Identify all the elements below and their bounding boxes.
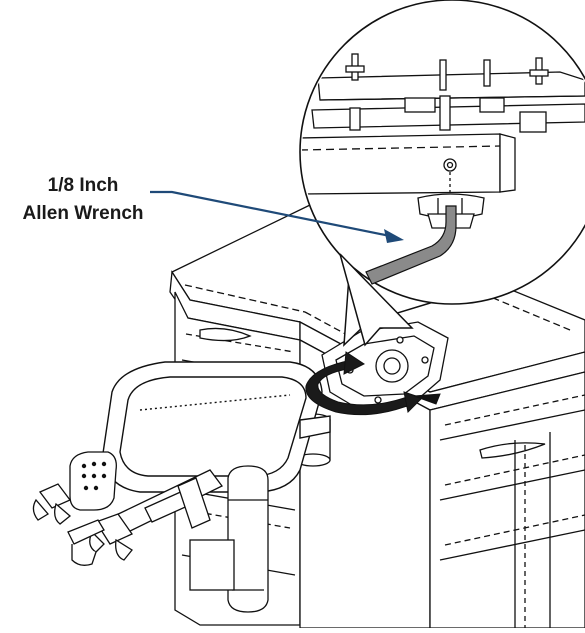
rotation-arrow-icon [305,351,441,416]
tray-inner [119,376,307,477]
zoom-pointer-arrow [339,253,414,347]
delivery-arm [32,451,269,613]
mounting-bracket [321,321,449,411]
instrument-tray [101,361,331,493]
allen-wrench-callout: 1/8 Inch Allen Wrench [8,172,158,228]
allen-wrench [365,205,457,285]
water-bottle [227,465,269,613]
control-pad [69,451,117,511]
callout-leader [150,190,404,243]
callout-line-2: Allen Wrench [22,203,144,224]
zoom-bubble [299,0,585,347]
callout-line-1: 1/8 Inch [47,175,119,196]
